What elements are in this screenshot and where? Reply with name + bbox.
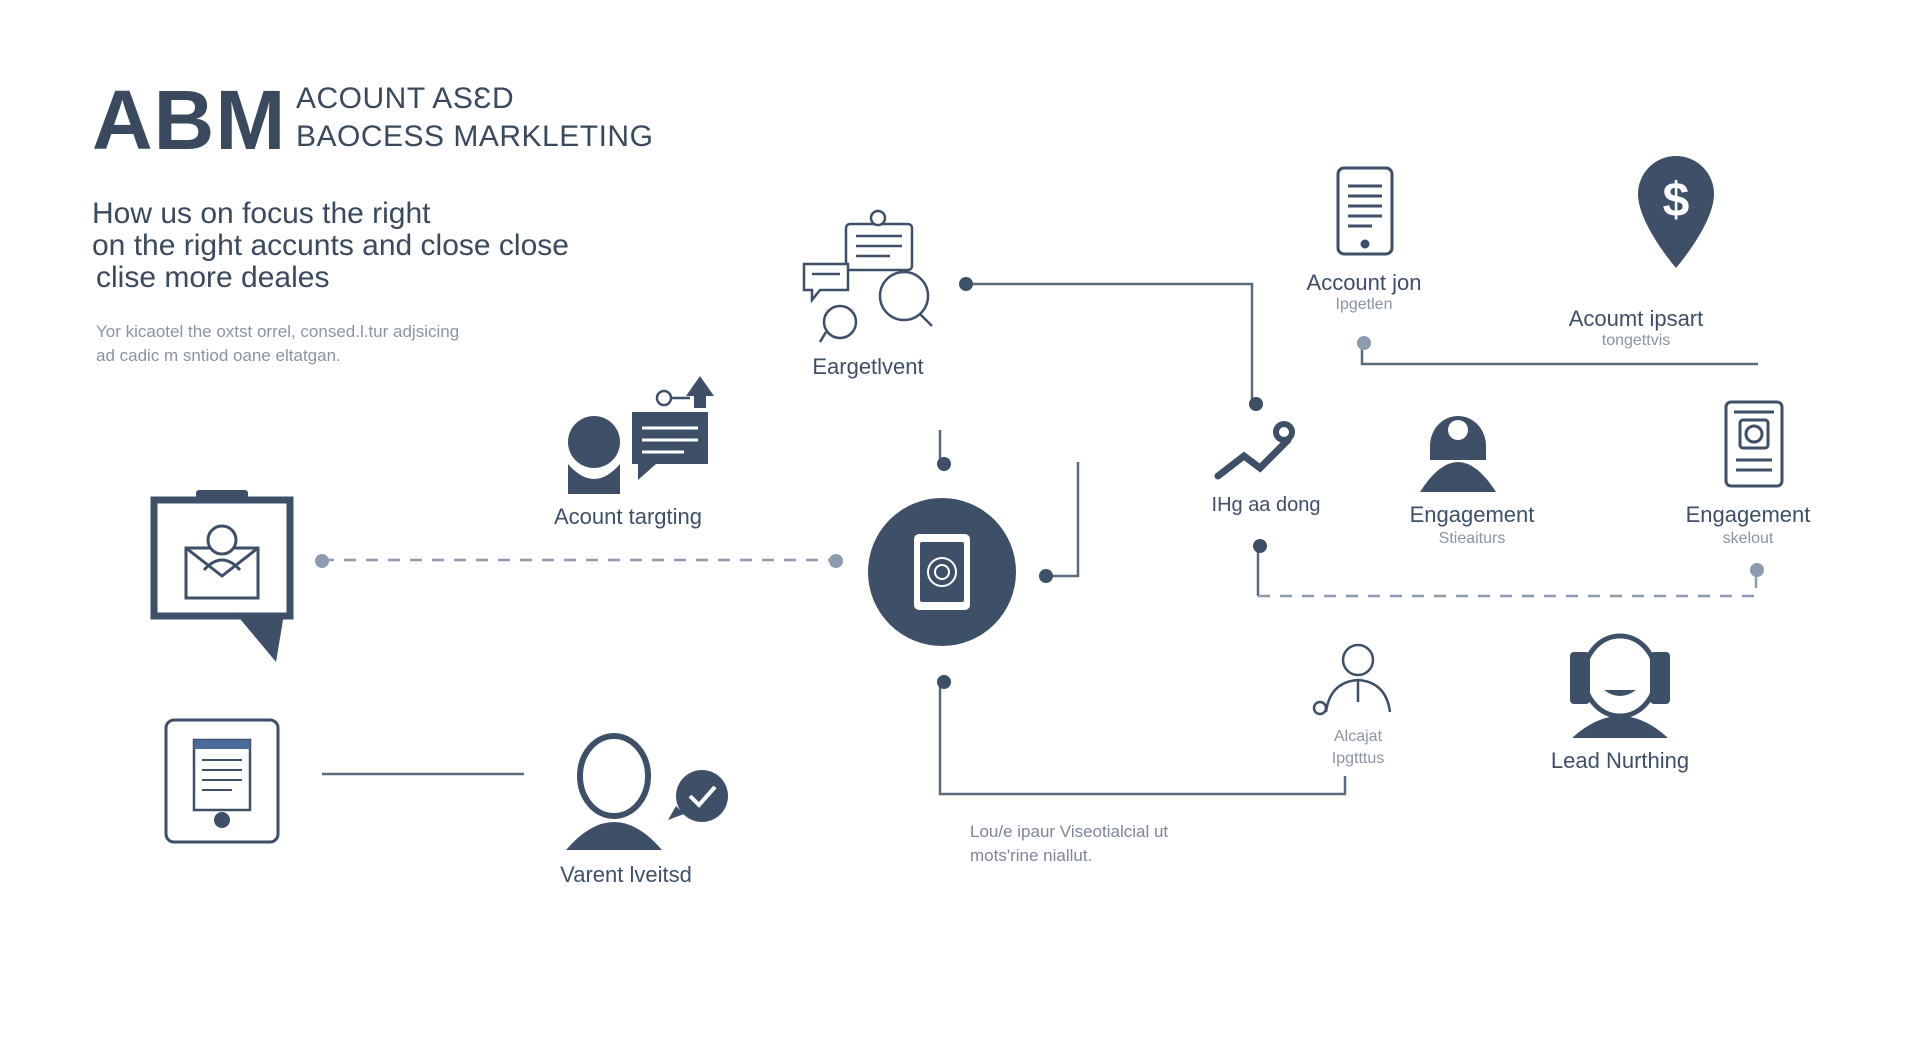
trend-arrow-icon bbox=[1214, 421, 1295, 480]
dot bbox=[1750, 563, 1764, 577]
label-hg-dong: IHg aa dong bbox=[1211, 494, 1321, 516]
label-engagement-1: Engagement bbox=[1409, 502, 1535, 527]
sublabel-engagement-2: skelout bbox=[1722, 530, 1774, 547]
label-account-targeting: Acount targting bbox=[554, 504, 702, 529]
intro-line-1: Yor kicaotel the oxtst orrel, consed.l.t… bbox=[96, 322, 460, 341]
label-aleajat: Alcajat bbox=[1333, 728, 1383, 745]
connector-top bbox=[966, 282, 1254, 402]
headline-line-1: How us on focus the right bbox=[92, 197, 431, 230]
connector-account-join bbox=[1360, 342, 1758, 366]
logo-full-name: ACOUNT ASƐD BAOCESS MARKLETING bbox=[296, 80, 653, 155]
connector-hub-right bbox=[1042, 462, 1080, 578]
label-lead-nurturing: Lead Nurthing bbox=[1550, 748, 1690, 773]
envelope-board-icon bbox=[150, 490, 294, 662]
tablet-badge-icon bbox=[1724, 400, 1784, 488]
svg-text:$: $ bbox=[1663, 174, 1690, 227]
logo-abbreviation: ABM bbox=[92, 73, 287, 167]
dot bbox=[937, 457, 951, 471]
phone-document-icon bbox=[1336, 166, 1394, 256]
connector-lines bbox=[322, 282, 1758, 796]
sublabel-engagement-1: Stieaiturs bbox=[1438, 530, 1506, 547]
person-chat-icon bbox=[568, 376, 714, 494]
clipboard-icon bbox=[164, 718, 280, 844]
dot bbox=[1249, 397, 1263, 411]
headline: How us on focus the right on the right a… bbox=[92, 198, 569, 294]
intro-text: Yor kicaotel the oxtst orrel, consed.l.t… bbox=[96, 320, 459, 368]
label-engagement-2: Engagement bbox=[1685, 502, 1811, 527]
connector-dots bbox=[937, 277, 1267, 689]
sublabel-aleajat: Ipgtttus bbox=[1331, 750, 1385, 767]
dot bbox=[1357, 336, 1371, 350]
dot bbox=[315, 554, 329, 568]
connector-dots-light bbox=[315, 336, 1764, 577]
headline-line-2: on the right accunts and close close bbox=[92, 229, 569, 262]
label-eargetivent: Eargetlvent bbox=[812, 354, 924, 379]
logo-line-2: BAOCESS MARKLETING bbox=[296, 119, 654, 153]
person-check-icon bbox=[566, 733, 728, 850]
tablet-hub-icon bbox=[868, 498, 1016, 646]
dashed-lines bbox=[322, 558, 1758, 598]
footnote-line-2: mots'rine niallut. bbox=[970, 846, 1093, 865]
headline-line-3: clise more deales bbox=[96, 261, 330, 294]
dollar-pin-icon: $ bbox=[1638, 156, 1714, 268]
dot bbox=[1253, 539, 1267, 553]
intro-line-2: ad cadic m sntiod oane eltatgan. bbox=[96, 346, 341, 365]
dot bbox=[959, 277, 973, 291]
dot bbox=[937, 675, 951, 689]
sublabel-account-join: Ipgetlen bbox=[1335, 296, 1393, 313]
headset-person-icon bbox=[1570, 633, 1670, 738]
connector-hub-bottom bbox=[938, 680, 1347, 796]
person-outline-icon bbox=[1312, 643, 1392, 716]
sublabel-account-ipsart: tongettvis bbox=[1601, 332, 1671, 349]
logo-line-1: ACOUNT ASƐD bbox=[296, 82, 515, 115]
user-silhouette-icon bbox=[1420, 416, 1496, 492]
label-varent: Varent lveitsd bbox=[560, 862, 692, 887]
dashed-engagement bbox=[1258, 572, 1758, 598]
document-chat-icon bbox=[802, 209, 933, 343]
footnote-line-1: Lou/e ipaur Viseotialcial ut bbox=[970, 822, 1169, 841]
dot bbox=[829, 554, 843, 568]
label-account-join: Account jon bbox=[1306, 270, 1422, 295]
footnote: Lou/e ipaur Viseotialcial ut mots'rine n… bbox=[970, 820, 1168, 868]
dot bbox=[1039, 569, 1053, 583]
label-account-ipsart: Acoumt ipsart bbox=[1568, 306, 1704, 331]
